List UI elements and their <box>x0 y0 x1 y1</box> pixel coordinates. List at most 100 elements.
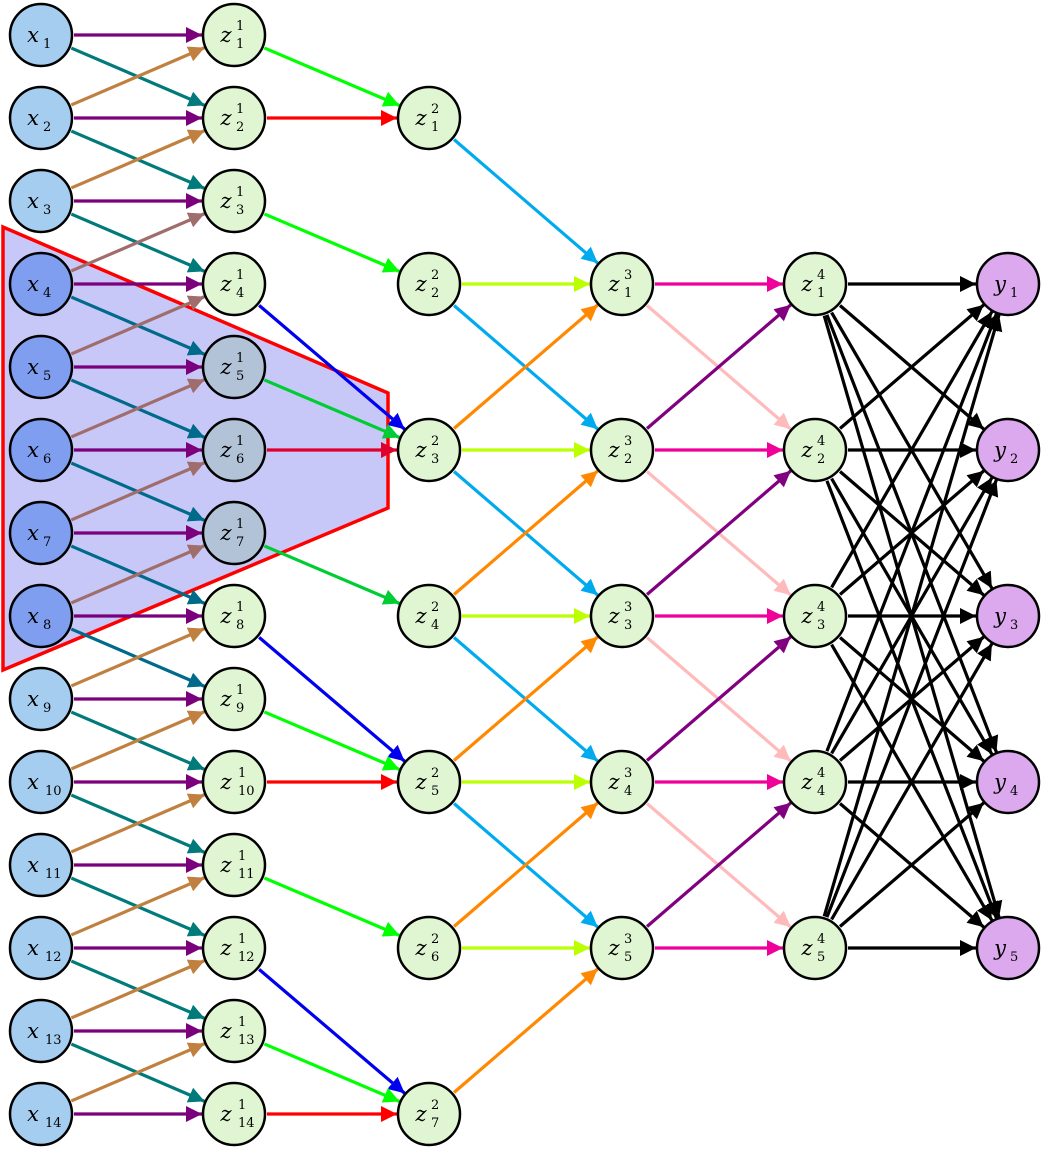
node-y-2-label: y <box>993 438 1007 462</box>
node-z1-12-sup: 1 <box>238 932 246 947</box>
node-z3-1-sub: 1 <box>624 286 632 301</box>
node-z2-6-sup: 2 <box>431 932 439 947</box>
node-z1-4-sup: 1 <box>236 268 244 283</box>
edge-z2-7-z3-5 <box>452 967 599 1094</box>
node-z1-10-sup: 1 <box>238 766 246 781</box>
node-z2-6-sub: 6 <box>431 950 439 965</box>
node-z1-12-sub: 12 <box>238 950 255 965</box>
edge-x6-z1-5 <box>70 378 206 439</box>
node-x-5-sub: 5 <box>43 369 51 384</box>
node-x-4-label: x <box>27 272 39 296</box>
node-y-1-label: y <box>993 272 1007 296</box>
node-z2-7-label: z <box>414 1102 427 1126</box>
node-z1-3-sub: 3 <box>236 203 244 218</box>
edge-z3-4-z4-3 <box>645 635 792 762</box>
node-x-4-sub: 4 <box>43 286 51 301</box>
node-z4-5-sub: 5 <box>817 950 825 965</box>
edge-z1-4-z2-3 <box>258 304 406 431</box>
node-x-12-label: x <box>27 936 39 960</box>
node-x-1-label: x <box>27 23 39 47</box>
edge-z4-5-y-4 <box>838 801 985 928</box>
node-z4-1-label: z <box>800 272 813 296</box>
edge-z1-3-z2-2 <box>263 212 401 273</box>
node-z2-7-sup: 2 <box>431 1098 439 1113</box>
node-y-5-label: y <box>993 936 1007 960</box>
edge-z1-11-z2-6 <box>263 876 401 937</box>
node-x-10-label: x <box>27 770 39 794</box>
edge-x13-z1-12 <box>70 959 206 1020</box>
node-z4-4-sup: 4 <box>817 766 825 781</box>
node-z1-14-sup: 1 <box>238 1098 246 1113</box>
node-x-6-label: x <box>27 438 39 462</box>
node-z1-5-label: z <box>219 355 232 379</box>
node-z4-4-sub: 4 <box>817 784 825 799</box>
node-z4-1-sub: 1 <box>817 286 825 301</box>
node-z1-7-sub: 7 <box>236 535 244 550</box>
node-z2-2-sub: 2 <box>431 286 439 301</box>
node-z2-5-label: z <box>414 770 427 794</box>
edge-x12-z1-11 <box>70 876 206 937</box>
node-z4-3-label: z <box>800 604 813 628</box>
node-z1-11-sup: 1 <box>238 849 246 864</box>
node-z4-2-sub: 2 <box>817 452 825 467</box>
node-x-7-sub: 7 <box>43 535 51 550</box>
node-z4-3-sub: 3 <box>817 618 825 633</box>
node-y-3-sub: 3 <box>1010 618 1018 633</box>
edge-z1-8-z2-5 <box>258 636 406 763</box>
node-x-14-sub: 14 <box>45 1116 62 1131</box>
node-z3-4-label: z <box>607 770 620 794</box>
node-z4-5-sup: 4 <box>817 932 825 947</box>
edge-z4-5-y-1 <box>822 314 1003 917</box>
edge-z1-9-z2-5 <box>263 710 401 771</box>
node-x-7-label: x <box>27 521 39 545</box>
node-y-4-label: y <box>993 770 1007 794</box>
edge-z1-13-z2-7 <box>263 1042 401 1103</box>
node-z1-5-sub: 5 <box>236 369 244 384</box>
node-z2-5-sub: 5 <box>431 784 439 799</box>
edge-x3-z1-2 <box>70 129 206 190</box>
node-z4-1-sup: 4 <box>817 268 825 283</box>
node-z1-2-sup: 1 <box>236 102 244 117</box>
node-z1-7-sup: 1 <box>236 517 244 532</box>
node-z1-8-sub: 8 <box>236 618 244 633</box>
node-x-12: x 12 <box>8 915 74 981</box>
node-x-12-sub: 12 <box>45 950 62 965</box>
node-z1-3-label: z <box>219 189 232 213</box>
node-x-9-label: x <box>27 687 39 711</box>
edge-z1-5-z2-3 <box>263 378 401 439</box>
edge-z4-5-y-2 <box>825 479 999 918</box>
node-z2-4-sup: 2 <box>431 600 439 615</box>
node-z1-8-label: z <box>219 604 232 628</box>
node-x-13-label: x <box>27 1019 39 1043</box>
node-z1-11-sub: 11 <box>238 867 255 882</box>
node-z3-5-sub: 5 <box>624 950 632 965</box>
node-z1-13-label: z <box>219 1019 232 1043</box>
node-z1-12-label: z <box>219 936 232 960</box>
node-z1-9-label: z <box>219 687 232 711</box>
node-x-13-sub: 13 <box>45 1033 62 1048</box>
node-z3-1-sup: 3 <box>624 268 632 283</box>
node-x-1-sub: 1 <box>43 37 51 52</box>
edge-z1-1-z2-1 <box>263 46 401 107</box>
